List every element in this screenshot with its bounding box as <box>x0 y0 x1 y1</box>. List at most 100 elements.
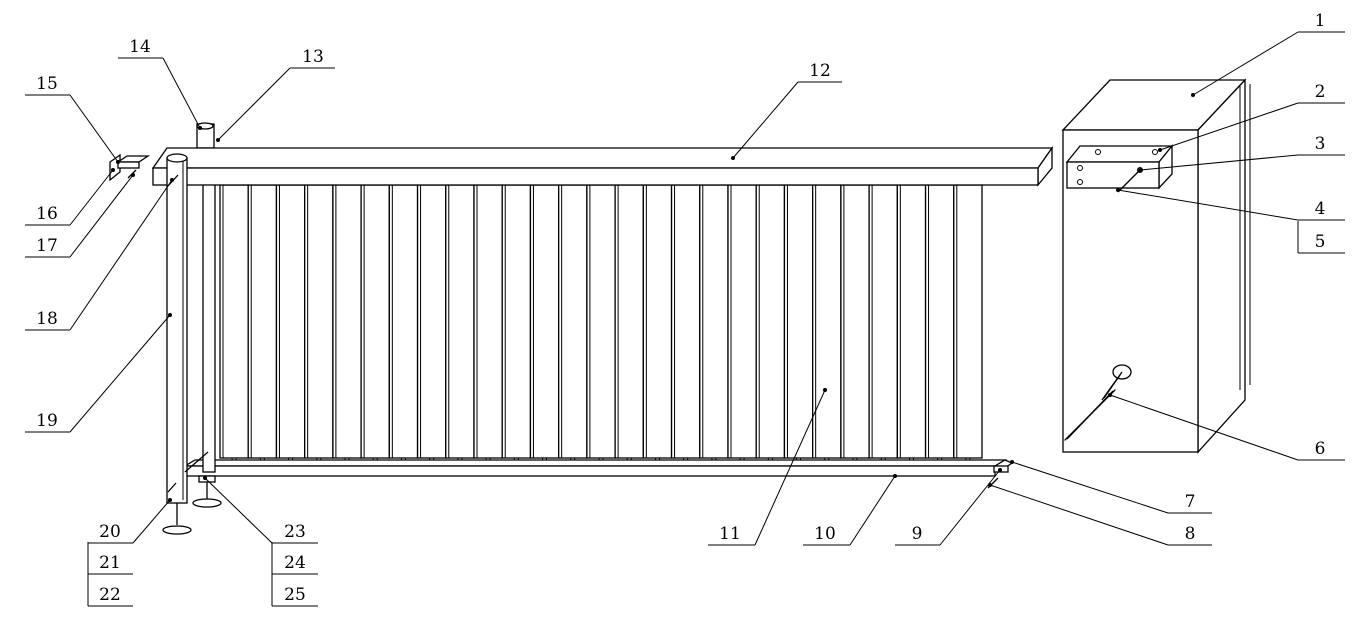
part-label-1: 1 <box>1315 11 1326 31</box>
leader-lines <box>25 31 1345 607</box>
slat <box>868 184 898 459</box>
leader-line <box>1011 461 1169 514</box>
leader-dot <box>131 173 135 177</box>
part-label-22: 22 <box>99 585 121 605</box>
slat <box>416 184 447 459</box>
leader-dot <box>116 160 120 164</box>
leader-dot <box>170 178 174 182</box>
leader-dot <box>1191 93 1195 97</box>
slat <box>529 184 560 459</box>
leader-line <box>69 314 171 433</box>
leader-dot <box>198 126 202 130</box>
slat <box>586 184 616 459</box>
slat <box>445 184 475 459</box>
part-label-13: 13 <box>302 47 324 67</box>
bottom-rail <box>182 459 1014 477</box>
leader-line <box>69 94 119 163</box>
part-labels: 1234567891011121314151617181920212223242… <box>36 11 1325 605</box>
slat <box>275 184 306 459</box>
leader-line <box>989 484 1169 546</box>
slat <box>388 184 419 459</box>
leader-line <box>849 475 896 546</box>
slat <box>614 184 644 459</box>
leader-line <box>69 179 173 331</box>
part-label-10: 10 <box>814 524 836 544</box>
slat <box>755 184 786 459</box>
leader-dot <box>1010 460 1014 464</box>
leader-line <box>1139 154 1299 171</box>
leader-dot <box>823 388 827 392</box>
leader-line <box>732 81 799 159</box>
part-label-25: 25 <box>284 585 306 605</box>
leader-line <box>754 389 826 546</box>
leader-line <box>1117 189 1299 221</box>
slat <box>783 184 814 459</box>
part-label-8: 8 <box>1185 524 1196 544</box>
slat <box>896 184 927 459</box>
part-label-14: 14 <box>129 37 151 57</box>
part-label-16: 16 <box>36 204 58 224</box>
slat <box>558 184 588 459</box>
slat <box>727 184 757 459</box>
leader-line <box>69 169 114 226</box>
leader-line <box>132 499 171 544</box>
part-label-7: 7 <box>1185 492 1196 512</box>
leader-dot <box>111 168 115 172</box>
inner-post <box>202 181 216 473</box>
support-foot <box>184 451 222 508</box>
slat <box>953 184 983 459</box>
leader-dot <box>1138 168 1142 172</box>
gate-slats <box>219 184 983 463</box>
slat <box>924 184 955 459</box>
leader-line <box>204 477 273 544</box>
part-label-9: 9 <box>912 524 923 544</box>
top-beam <box>151 145 1054 187</box>
slat <box>840 184 870 459</box>
part-label-6: 6 <box>1315 439 1326 459</box>
slat <box>699 184 729 459</box>
part-label-2: 2 <box>1315 82 1326 102</box>
leader-dot <box>216 138 220 142</box>
part-label-15: 15 <box>36 74 58 94</box>
slat <box>360 184 390 459</box>
leader-dot <box>1108 393 1112 397</box>
part-label-21: 21 <box>99 553 121 573</box>
leader-line <box>1159 102 1299 151</box>
leader-dot <box>1116 188 1120 192</box>
part-label-3: 3 <box>1315 134 1326 154</box>
part-label-20: 20 <box>99 522 121 542</box>
part-label-12: 12 <box>809 61 831 81</box>
left-post <box>162 153 192 535</box>
slat <box>332 184 362 459</box>
slat <box>501 184 532 459</box>
part-label-5: 5 <box>1315 232 1326 252</box>
slat <box>219 184 249 459</box>
leader-line <box>217 67 291 141</box>
part-label-17: 17 <box>36 236 58 256</box>
leader-dot <box>168 313 172 317</box>
leader-dot <box>1158 148 1162 152</box>
part-label-11: 11 <box>719 524 741 544</box>
slat <box>247 184 278 459</box>
leader-line <box>69 174 134 258</box>
slat <box>304 184 334 459</box>
slat <box>812 184 842 459</box>
part-label-4: 4 <box>1315 199 1326 219</box>
part-label-23: 23 <box>284 522 306 542</box>
part-label-18: 18 <box>36 309 58 329</box>
leader-dot <box>893 474 897 478</box>
leader-dot <box>998 468 1002 472</box>
leader-line <box>939 469 1001 546</box>
part-label-24: 24 <box>284 553 306 573</box>
slat <box>473 184 503 459</box>
control-box <box>1061 78 1251 454</box>
leader-dot <box>731 156 735 160</box>
leader-line <box>1109 394 1299 461</box>
leader-line <box>1192 31 1299 96</box>
slat <box>670 184 701 459</box>
leader-dot <box>203 476 207 480</box>
leader-dot <box>168 498 172 502</box>
part-label-19: 19 <box>36 411 58 431</box>
